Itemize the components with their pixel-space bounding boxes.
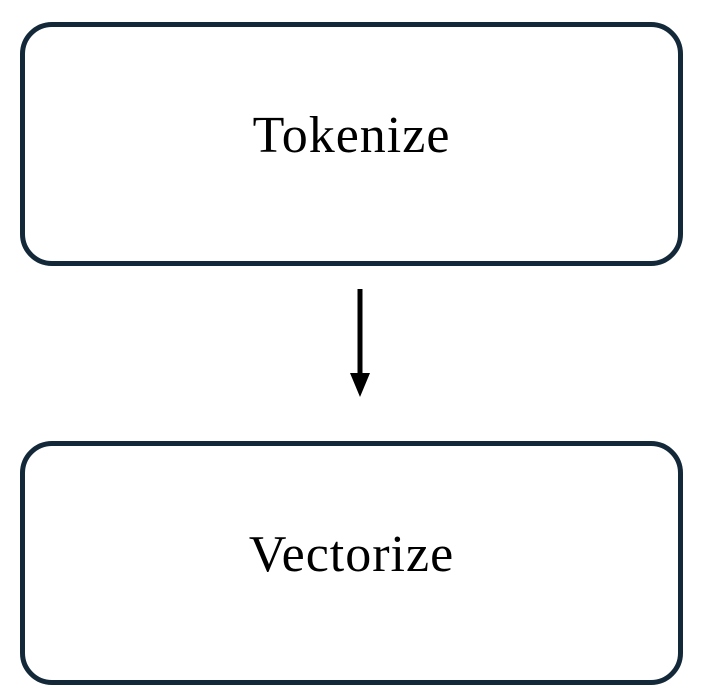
node-tokenize-label: Tokenize: [252, 106, 451, 164]
node-vectorize-label: Vectorize: [248, 525, 455, 583]
node-vectorize: Vectorize: [20, 441, 683, 685]
node-tokenize: Tokenize: [20, 22, 683, 266]
down-arrow-icon: [350, 289, 370, 397]
